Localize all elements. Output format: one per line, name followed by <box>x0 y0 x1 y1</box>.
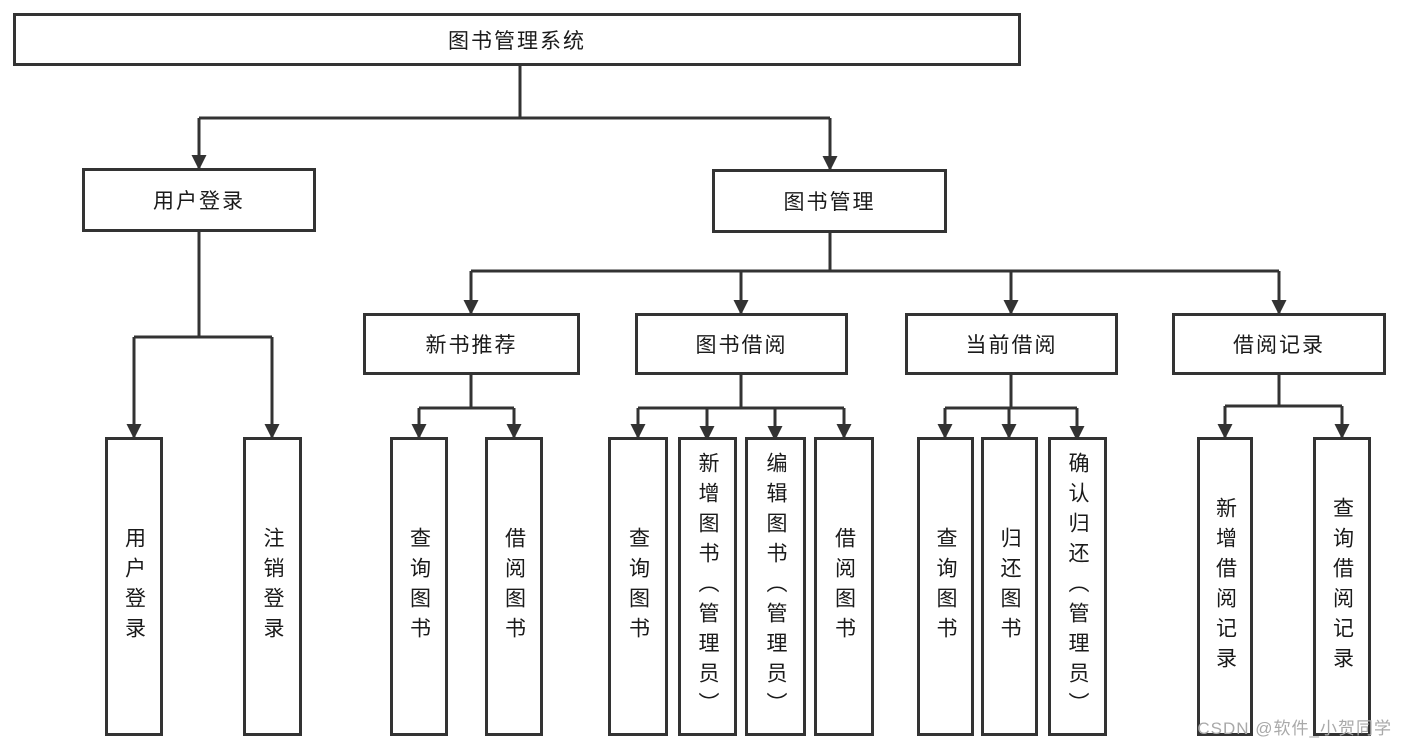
watermark: CSDN @软件_小贺同学 <box>1197 719 1392 738</box>
node-label: 借阅记录 <box>1233 334 1325 357</box>
node-label: 借阅图书 <box>832 526 856 647</box>
node-current-borrow: 当前借阅 <box>905 313 1118 375</box>
node-label: 当前借阅 <box>965 334 1058 357</box>
leaf-nb-query-books: 查询图书 <box>390 437 448 736</box>
node-new-books: 新书推荐 <box>363 313 580 375</box>
node-label: 借阅图书 <box>502 526 526 647</box>
node-book-borrow: 图书借阅 <box>635 313 848 375</box>
node-root: 图书管理系统 <box>13 13 1021 66</box>
node-label: 归还图书 <box>998 526 1021 647</box>
leaf-cb-query-books: 查询图书 <box>917 437 974 736</box>
leaf-bb-borrow-books: 借阅图书 <box>814 437 874 736</box>
node-borrow-records: 借阅记录 <box>1172 313 1386 375</box>
connector-group <box>126 66 1350 441</box>
node-label: 查询图书 <box>407 526 431 647</box>
node-label: 新增图书（管理员） <box>696 451 719 722</box>
node-label: 用户登录 <box>153 190 245 213</box>
leaf-cb-return-books: 归还图书 <box>981 437 1038 736</box>
node-user-login: 用户登录 <box>82 168 316 232</box>
node-label: 用户登录 <box>122 526 146 647</box>
leaf-nb-borrow-books: 借阅图书 <box>485 437 543 736</box>
node-label: 注销登录 <box>261 526 284 647</box>
node-book-mgmt: 图书管理 <box>712 169 947 233</box>
node-label: 图书借阅 <box>695 334 788 357</box>
leaf-bb-query-books: 查询图书 <box>608 437 668 736</box>
node-label: 确认归还（管理员） <box>1066 451 1089 722</box>
node-label: 图书管理系统 <box>448 29 586 53</box>
node-label: 图书管理 <box>783 191 876 214</box>
leaf-br-query-record: 查询借阅记录 <box>1313 437 1371 736</box>
node-label: 新书推荐 <box>425 334 518 357</box>
node-label: 查询图书 <box>934 526 957 647</box>
leaf-bb-add-books-admin: 新增图书（管理员） <box>678 437 737 736</box>
leaf-user-login: 用户登录 <box>105 437 163 736</box>
node-label: 编辑图书（管理员） <box>764 451 787 722</box>
node-label: 查询图书 <box>626 526 650 647</box>
leaf-br-add-record: 新增借阅记录 <box>1197 437 1253 736</box>
leaf-cb-confirm-return-admin: 确认归还（管理员） <box>1048 437 1107 736</box>
node-label: 查询借阅记录 <box>1330 496 1354 677</box>
leaf-bb-edit-books-admin: 编辑图书（管理员） <box>745 437 806 736</box>
leaf-logout: 注销登录 <box>243 437 302 736</box>
node-label: 新增借阅记录 <box>1213 496 1237 677</box>
